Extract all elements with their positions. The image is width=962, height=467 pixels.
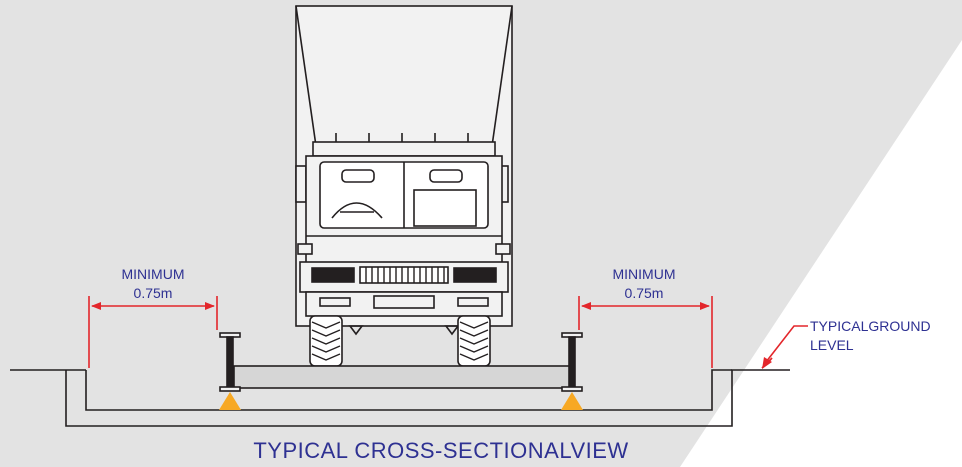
dimension-left-line2: 0.75m: [134, 285, 173, 301]
dimension-left: [88, 296, 218, 368]
ground-level-leader: [761, 325, 808, 369]
dimension-right-line2: 0.75m: [625, 285, 664, 301]
i-beam-icon: [561, 332, 583, 392]
dimension-right: [578, 296, 713, 368]
truck-icon: [295, 5, 513, 367]
ground-label-line2: LEVEL: [810, 337, 854, 353]
weighbridge-deck: [233, 365, 573, 389]
ground-and-pit: [10, 369, 790, 427]
i-beam-icon: [219, 332, 241, 392]
dimension-right-line1: MINIMUM: [613, 266, 676, 282]
ground-label-line1: TYPICALGROUND: [810, 318, 931, 334]
diagram-title: TYPICAL CROSS-SECTIONALVIEW: [253, 438, 628, 463]
dimension-left-line1: MINIMUM: [122, 266, 185, 282]
support-wedge-icon: [561, 392, 583, 410]
support-wedge-icon: [219, 392, 241, 410]
